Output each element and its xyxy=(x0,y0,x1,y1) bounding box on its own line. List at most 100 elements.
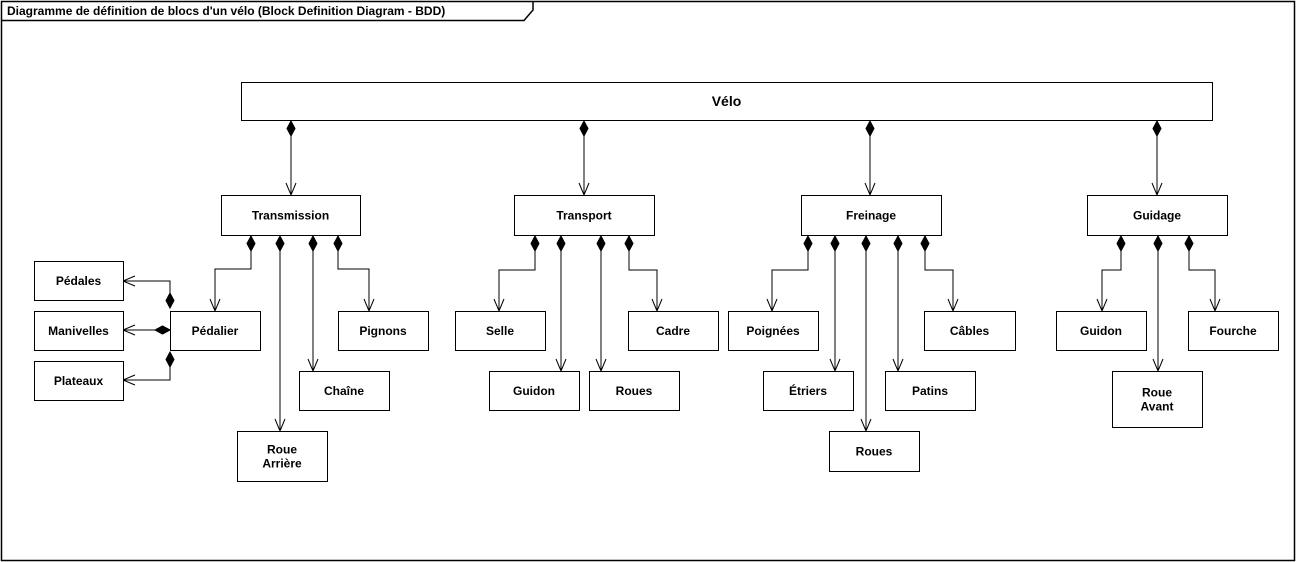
composition-velo-transmission xyxy=(285,119,297,197)
block-pedales[interactable]: Pédales xyxy=(34,261,124,301)
block-label: Roues xyxy=(856,444,893,458)
block-transmission[interactable]: Transmission xyxy=(221,195,361,236)
block-rect xyxy=(221,195,361,236)
block-rect xyxy=(628,311,719,351)
block-guidon-g[interactable]: Guidon xyxy=(1056,311,1147,351)
block-rect xyxy=(34,261,124,301)
composition-diamond xyxy=(1116,234,1126,253)
block-rect xyxy=(455,311,546,351)
composition-freinage-poignees xyxy=(766,234,813,313)
composition-transmission-pedalier xyxy=(209,234,256,313)
composition-transport-selle xyxy=(493,234,540,313)
block-chaine[interactable]: Chaîne xyxy=(299,371,390,411)
block-rect xyxy=(241,82,1213,121)
composition-diamond xyxy=(308,234,318,253)
block-label: Pédalier xyxy=(192,324,239,338)
block-transport[interactable]: Transport xyxy=(514,195,655,236)
block-label: Plateaux xyxy=(54,374,104,388)
block-patins[interactable]: Patins xyxy=(885,371,976,411)
composition-diamond xyxy=(275,234,285,253)
composition-diamond xyxy=(865,119,875,138)
composition-diamond xyxy=(1153,234,1163,253)
composition-line xyxy=(214,251,252,311)
block-rect xyxy=(801,195,942,236)
block-selle[interactable]: Selle xyxy=(455,311,546,351)
composition-diamond xyxy=(530,234,540,253)
block-fourche[interactable]: Fourche xyxy=(1188,311,1279,351)
composition-links xyxy=(121,119,1221,433)
block-rect xyxy=(885,371,976,411)
block-label: Câbles xyxy=(950,324,990,338)
block-pignons[interactable]: Pignons xyxy=(338,311,429,351)
block-rect xyxy=(728,311,819,351)
block-label: Chaîne xyxy=(324,384,364,398)
block-label: Transmission xyxy=(252,208,329,222)
block-rect xyxy=(34,311,124,351)
composition-line xyxy=(123,367,171,381)
block-label: Étriers xyxy=(789,383,827,398)
block-freinage[interactable]: Freinage xyxy=(801,195,942,236)
block-label: Freinage xyxy=(846,208,896,222)
block-pedalier[interactable]: Pédalier xyxy=(170,311,261,351)
composition-diamond xyxy=(556,234,566,253)
block-roues-f[interactable]: Roues xyxy=(829,431,920,472)
composition-transmission-pignons xyxy=(333,234,375,313)
block-label: Poignées xyxy=(746,324,800,338)
block-velo[interactable]: Vélo xyxy=(241,82,1213,121)
block-rect xyxy=(237,431,328,482)
block-label: Pédales xyxy=(56,274,102,288)
composition-diamond xyxy=(246,234,256,253)
block-label: Guidon xyxy=(513,384,555,398)
frame-title-tab xyxy=(1,1,534,22)
composition-line xyxy=(771,251,809,311)
composition-line xyxy=(924,251,954,311)
composition-transport-cadre xyxy=(624,234,663,313)
composition-transmission-chaine xyxy=(307,234,319,373)
block-manivelles[interactable]: Manivelles xyxy=(34,311,124,351)
composition-line xyxy=(498,251,536,311)
composition-transmission-roue_arriere xyxy=(274,234,286,433)
block-poignees[interactable]: Poignées xyxy=(728,311,819,351)
composition-line xyxy=(337,251,370,311)
composition-line xyxy=(628,251,658,311)
block-rect xyxy=(338,311,429,351)
composition-line xyxy=(1101,251,1122,311)
block-guidon-t[interactable]: Guidon xyxy=(489,371,580,411)
block-rect xyxy=(514,195,655,236)
block-rect xyxy=(763,371,854,411)
composition-diamond xyxy=(579,119,589,138)
composition-line xyxy=(123,280,171,293)
block-cables[interactable]: Câbles xyxy=(924,311,1016,351)
block-label: Vélo xyxy=(712,93,742,109)
block-rect xyxy=(829,431,920,472)
block-label: Transport xyxy=(556,208,611,222)
block-cadre[interactable]: Cadre xyxy=(628,311,719,351)
composition-diamond xyxy=(893,234,903,253)
block-etriers[interactable]: Étriers xyxy=(763,371,854,411)
block-rect xyxy=(299,371,390,411)
block-label: Pignons xyxy=(359,324,407,338)
block-roues-t[interactable]: Roues xyxy=(589,371,680,411)
composition-diamond xyxy=(286,119,296,138)
block-rect xyxy=(924,311,1016,351)
composition-diamond xyxy=(803,234,813,253)
block-plateaux[interactable]: Plateaux xyxy=(34,361,124,401)
composition-velo-guidage xyxy=(1151,119,1163,197)
block-rect xyxy=(1188,311,1279,351)
composition-diamond xyxy=(333,234,343,253)
composition-diamond xyxy=(624,234,634,253)
block-rect xyxy=(34,361,124,401)
block-rect xyxy=(489,371,580,411)
block-label: Cadre xyxy=(656,324,690,338)
block-rect xyxy=(1087,195,1228,236)
composition-diamond xyxy=(165,291,175,310)
composition-diamond xyxy=(1152,119,1162,138)
composition-diamond xyxy=(920,234,930,253)
block-guidage[interactable]: Guidage xyxy=(1087,195,1228,236)
block-label: Guidage xyxy=(1133,208,1181,222)
